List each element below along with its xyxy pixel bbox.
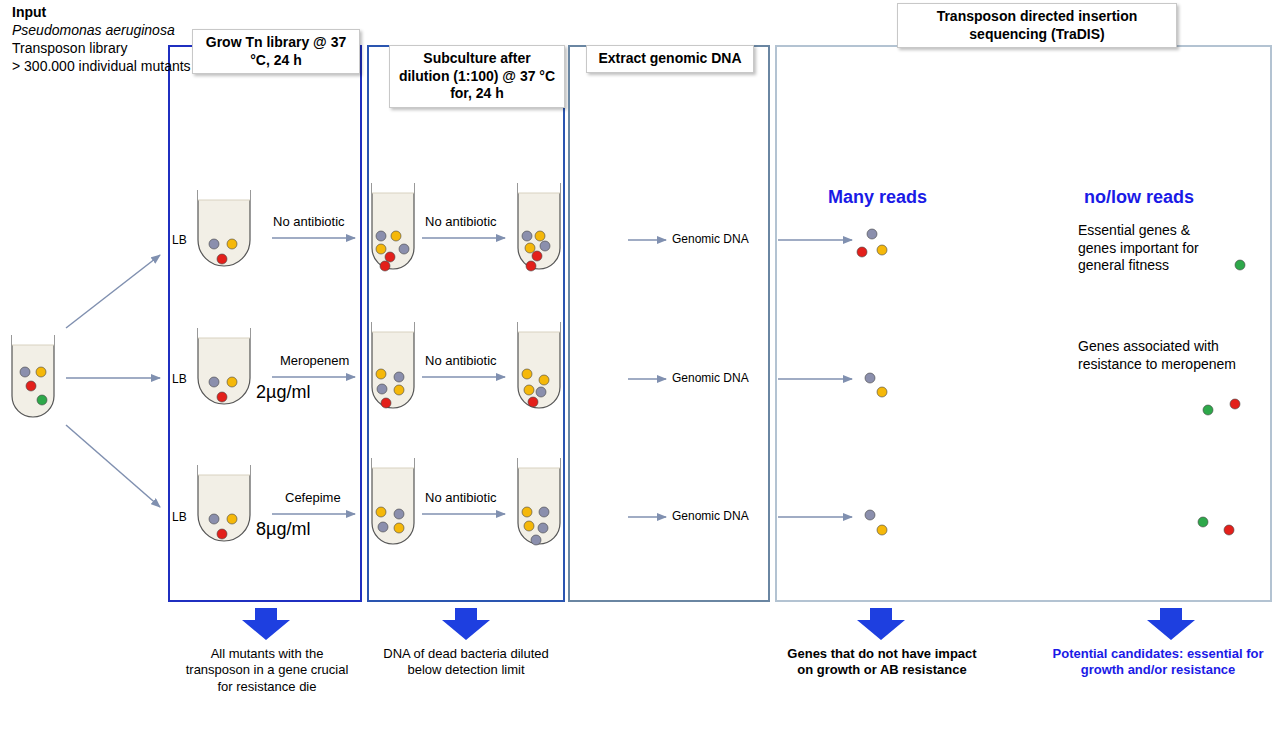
condition-label: No antibiotic — [273, 214, 345, 230]
step-heading: Grow Tn library @ 37 °C, 24 h — [192, 29, 360, 74]
input-note: Transposon library — [12, 40, 127, 58]
step-heading: Transposon directed insertion sequencing… — [897, 3, 1177, 48]
summary-arrows — [242, 608, 1195, 640]
medium-label: LB — [172, 233, 187, 248]
mutant-dots — [20, 229, 1245, 545]
result-heading: no/low reads — [1084, 186, 1194, 209]
step-column: Grow Tn library @ 37 °C, 24 h — [168, 45, 362, 602]
outcome-note: Potential candidates: essential for grow… — [1048, 646, 1268, 679]
result-note: Essential genes & genes important for ge… — [1078, 222, 1230, 275]
product-label: Genomic DNA — [672, 232, 749, 247]
input-heading: Input — [12, 4, 46, 22]
medium-label: LB — [172, 372, 187, 387]
step-heading: Extract genomic DNA — [586, 45, 754, 73]
step-column: Transposon directed insertion sequencing… — [775, 45, 1272, 602]
condition-label: Meropenem — [280, 353, 349, 369]
step-note: DNA of dead bacteria diluted below detec… — [378, 646, 554, 679]
result-note: Genes associated with resistance to mero… — [1078, 338, 1240, 373]
step-column: Subculture after dilution (1:100) @ 37 °… — [367, 45, 565, 602]
product-label: Genomic DNA — [672, 509, 749, 524]
input-note: > 300.000 individual mutants — [12, 58, 191, 76]
concentration-label: 8µg/ml — [256, 518, 310, 541]
organism-name: Pseudomonas aeruginosa — [12, 22, 175, 40]
flow-arrows — [66, 238, 852, 517]
outcome-note: Genes that do not have impact on growth … — [784, 646, 980, 679]
condition-label: Cefepime — [285, 490, 341, 506]
step-heading: Subculture after dilution (1:100) @ 37 °… — [389, 45, 565, 108]
product-label: Genomic DNA — [672, 371, 749, 386]
condition-label: No antibiotic — [425, 490, 497, 506]
result-heading: Many reads — [828, 186, 927, 209]
concentration-label: 2µg/ml — [256, 381, 310, 404]
condition-label: No antibiotic — [425, 214, 497, 230]
medium-label: LB — [172, 510, 187, 525]
step-note: All mutants with the transposon in a gen… — [178, 646, 356, 695]
test-tubes — [12, 183, 560, 544]
condition-label: No antibiotic — [425, 353, 497, 369]
